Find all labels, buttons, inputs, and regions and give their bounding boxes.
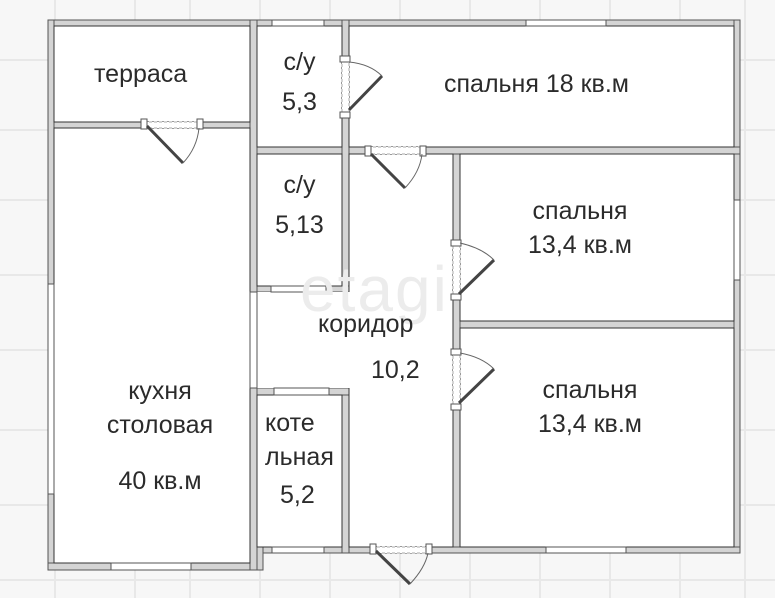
room-bedroom-18[interactable] — [348, 25, 735, 148]
bedroom-3-area: 13,4 кв.м — [538, 410, 642, 438]
corridor-area: 10,2 — [371, 356, 420, 384]
window-bedroom-2-right — [733, 199, 741, 281]
kitchen-area: 40 кв.м — [118, 467, 202, 495]
bathroom-2-area: 5,13 — [275, 211, 324, 239]
boiler-name-line2: льная — [265, 443, 334, 471]
corridor-name: коридор — [318, 310, 414, 338]
watermark: etagi — [300, 253, 449, 325]
window-kitchen-bottom — [110, 562, 192, 571]
label-kitchen: кухня столовая 40 кв.м — [80, 374, 240, 498]
door-terrace[interactable] — [140, 118, 204, 165]
label-bedroom-3: спальня 13,4 кв.м — [530, 373, 650, 441]
bathroom-1-name: с/у — [283, 48, 316, 76]
room-boiler[interactable] — [256, 394, 343, 548]
window-bedroom-3-bottom — [545, 546, 627, 554]
window-kitchen-left — [47, 283, 55, 495]
label-bedroom-18: спальня 18 кв.м — [444, 70, 629, 99]
bedroom-18-name: спальня 18 кв.м — [444, 70, 629, 98]
door-corridor-top[interactable] — [364, 145, 427, 190]
kitchen-name-line2: столовая — [106, 411, 214, 439]
window-boiler-bottom — [271, 546, 325, 554]
kitchen-name-line1: кухня — [128, 377, 192, 405]
boiler-name-line1: коте — [265, 409, 315, 437]
door-bathroom-1[interactable] — [339, 55, 384, 119]
opening-corridor-left — [249, 291, 258, 389]
rooms — [53, 25, 735, 564]
bedroom-2-area: 13,4 кв.м — [528, 231, 632, 259]
door-bedroom-3[interactable] — [450, 348, 496, 411]
label-bedroom-2: спальня 13,4 кв.м — [520, 194, 640, 262]
room-corridor-extension — [257, 292, 349, 388]
label-bathroom-1: с/у 5,3 — [262, 42, 337, 122]
room-bedroom-3[interactable] — [459, 327, 735, 548]
bedroom-2-name: спальня — [532, 197, 628, 225]
boiler-area: 5,2 — [280, 481, 315, 509]
bathroom-2-name: с/у — [283, 171, 316, 199]
room-bathroom-2[interactable] — [256, 153, 343, 287]
label-bathroom-2: с/у 5,13 — [262, 165, 337, 245]
label-boiler: коте льная 5,2 — [265, 406, 334, 512]
room-bedroom-2[interactable] — [459, 153, 735, 322]
room-bathroom-1[interactable] — [256, 25, 343, 148]
room-terrace[interactable] — [53, 25, 251, 123]
bedroom-3-name: спальня — [542, 376, 638, 404]
window-boiler-top — [273, 387, 330, 396]
window-bedroom-18 — [525, 19, 607, 27]
terrace-name: терраса — [94, 60, 188, 88]
door-bedroom-2[interactable] — [450, 239, 496, 301]
door-entrance[interactable] — [369, 543, 433, 586]
window-bathroom-2-bottom — [270, 285, 327, 293]
window-bathroom-1 — [271, 19, 325, 27]
label-corridor: коридор — [318, 310, 413, 339]
doors — [140, 55, 496, 586]
windows — [47, 19, 741, 571]
label-corridor-area: 10,2 — [371, 356, 420, 385]
bathroom-1-area: 5,3 — [282, 88, 317, 116]
room-corridor[interactable] — [348, 153, 454, 548]
label-terrace: терраса — [94, 60, 187, 89]
